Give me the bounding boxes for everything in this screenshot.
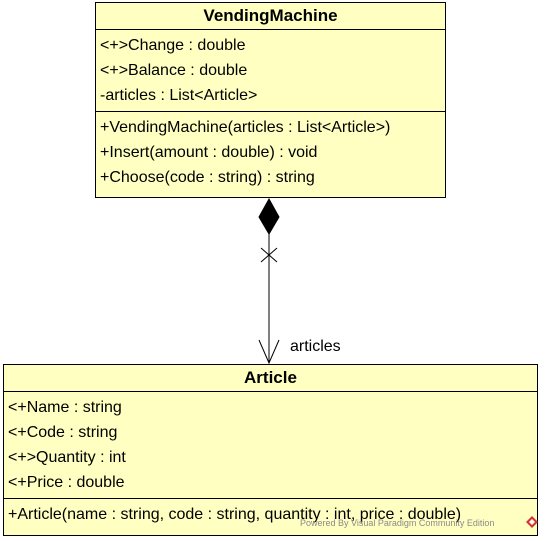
attribute: <+Name : string: [8, 399, 122, 416]
operation: +Choose(code : string) : string: [100, 169, 315, 186]
watermark-text: Powered By Visual Paradigm Community Edi…: [300, 518, 495, 528]
attribute: <+>Change : double: [100, 37, 246, 54]
attribute: <+Price : double: [8, 474, 125, 491]
attributes-compartment: <+>Change : double <+>Balance : double -…: [96, 30, 445, 112]
operation: +Insert(amount : double) : void: [100, 144, 318, 161]
visual-paradigm-logo-icon: [526, 516, 538, 528]
navigable-arrowhead: [258, 339, 280, 365]
operations-compartment: +Article(name : string, code : string, q…: [4, 499, 537, 530]
operations-compartment: +VendingMachine(articles : List<Article>…: [96, 112, 445, 193]
operation: +VendingMachine(articles : List<Article>…: [100, 119, 391, 136]
attribute: <+Code : string: [8, 424, 118, 441]
association-role-label: articles: [290, 338, 341, 355]
class-vendingmachine[interactable]: VendingMachine <+>Change : double <+>Bal…: [95, 2, 446, 198]
attributes-compartment: <+Name : string <+Code : string <+>Quant…: [4, 392, 537, 499]
non-navigable-cross: [260, 247, 278, 263]
class-name: Article: [4, 365, 537, 392]
composition-diamond: [258, 197, 280, 235]
class-name: VendingMachine: [96, 3, 445, 30]
class-article[interactable]: Article <+Name : string <+Code : string …: [3, 364, 538, 536]
attribute: <+>Quantity : int: [8, 449, 126, 466]
non-navigable-cross: [260, 247, 278, 263]
attribute: <+>Balance : double: [100, 62, 248, 79]
attribute: -articles : List<Article>: [100, 87, 258, 104]
operation: +Article(name : string, code : string, q…: [8, 506, 462, 523]
